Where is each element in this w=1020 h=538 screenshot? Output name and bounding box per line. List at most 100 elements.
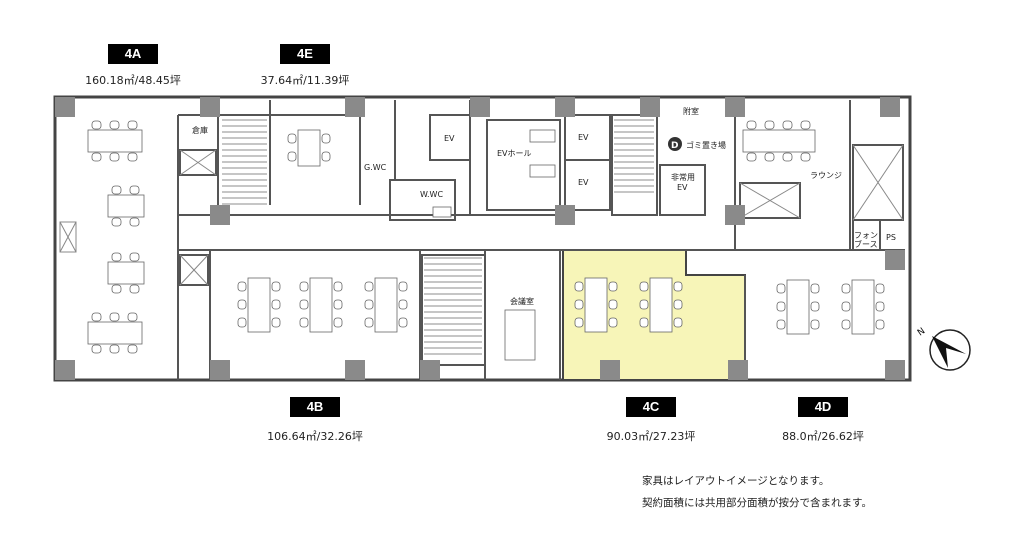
sofa [529, 164, 556, 178]
chair [875, 301, 885, 312]
chair [875, 319, 885, 330]
chair [841, 301, 851, 312]
chair [109, 344, 120, 354]
note-contract-area: 契約面積には共用部分面積が按分で含まれます。 [642, 497, 872, 509]
unit-area-4b: 106.64㎡/32.26坪 [267, 430, 363, 443]
chair [776, 319, 786, 330]
room-ev-3: EV [578, 178, 589, 187]
desk [247, 277, 271, 333]
chair [111, 284, 122, 294]
unit-tag-4b: 4B [290, 397, 340, 417]
chair [321, 133, 331, 144]
chair [333, 281, 343, 292]
meeting-table [504, 309, 536, 361]
room-garbage: ゴミ置き場 [686, 140, 726, 150]
north-arrow-icon: N [916, 326, 971, 371]
chair [800, 152, 811, 162]
room-ev-1: EV [444, 134, 455, 143]
unit-area-4e: 37.64㎡/11.39坪 [260, 74, 350, 87]
desk [786, 279, 810, 335]
column [55, 97, 75, 117]
chair [639, 317, 649, 328]
chair [574, 299, 584, 310]
chair [810, 283, 820, 294]
room-ps: PS [886, 233, 896, 242]
column [885, 250, 905, 270]
chair [608, 281, 618, 292]
chair [800, 120, 811, 130]
unit-area-4c: 90.03㎡/27.23坪 [606, 430, 696, 443]
chair [574, 317, 584, 328]
chair [287, 133, 297, 144]
room-phone-booth-2: ブース [854, 239, 878, 249]
room-wwc: W.WC [420, 190, 443, 199]
desk [584, 277, 608, 333]
room-ev-hall: EVホール [497, 149, 532, 158]
chair [109, 152, 120, 162]
chair [271, 281, 281, 292]
chair [91, 152, 102, 162]
room-annex: 附室 [683, 106, 699, 116]
chair [746, 152, 757, 162]
chair [321, 151, 331, 162]
chair [129, 217, 140, 227]
room-meeting: 会議室 [510, 296, 534, 306]
unit-tag-4c: 4C [626, 397, 676, 417]
room-emergency-ev-2: EV [677, 183, 688, 192]
chair [841, 319, 851, 330]
chair [764, 120, 775, 130]
chair [271, 317, 281, 328]
chair [287, 151, 297, 162]
svg-text:N: N [916, 326, 927, 338]
chair [129, 252, 140, 262]
chair [129, 284, 140, 294]
unit-tag-4a: 4A [108, 44, 158, 64]
desk [851, 279, 875, 335]
column [725, 205, 745, 225]
desk [87, 129, 143, 153]
column [880, 97, 900, 117]
chair [109, 120, 120, 130]
chair [333, 317, 343, 328]
washbasin [432, 206, 452, 218]
chair [91, 120, 102, 130]
chair [673, 299, 683, 310]
unit-area-4d: 88.0㎡/26.62坪 [782, 430, 864, 443]
column [555, 205, 575, 225]
room-phone-booth-1: フォン [854, 231, 878, 240]
column [210, 205, 230, 225]
column [345, 360, 365, 380]
chair [111, 185, 122, 195]
room-ev-2: EV [578, 133, 589, 142]
chair [782, 152, 793, 162]
chair [746, 120, 757, 130]
column [885, 360, 905, 380]
shaft-marks [59, 144, 904, 286]
column [210, 360, 230, 380]
chair [608, 299, 618, 310]
column [55, 360, 75, 380]
unit-area-4a: 160.18㎡/48.45坪 [85, 74, 181, 87]
chair [129, 185, 140, 195]
chair [111, 217, 122, 227]
chair [237, 281, 247, 292]
chair [127, 120, 138, 130]
column [555, 97, 575, 117]
garbage-badge: D [671, 141, 678, 151]
chair [271, 299, 281, 310]
room-lounge: ラウンジ [810, 171, 842, 180]
chair [299, 317, 309, 328]
chair [782, 120, 793, 130]
chair [299, 281, 309, 292]
desk [742, 129, 816, 153]
chair [841, 283, 851, 294]
chair [776, 283, 786, 294]
chair [91, 344, 102, 354]
column [725, 97, 745, 117]
chair [608, 317, 618, 328]
chair [398, 281, 408, 292]
chair [574, 281, 584, 292]
chair [127, 152, 138, 162]
chair [776, 301, 786, 312]
